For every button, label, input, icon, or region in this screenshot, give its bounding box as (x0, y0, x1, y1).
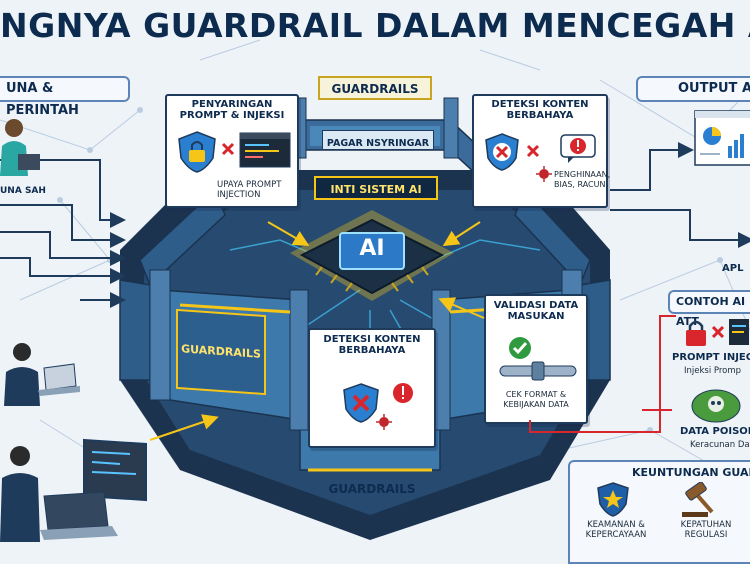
virus-icon (376, 414, 392, 430)
left-user-label: UNA SAH (0, 186, 46, 196)
virus-icon (536, 166, 552, 182)
check-circle-icon (509, 337, 531, 359)
benefits-panel: KEUNTUNGAN GUAR (568, 460, 750, 564)
user-laptop-icon (4, 343, 80, 406)
core-label-text: INTI SISTEM AI (330, 183, 422, 196)
shield-x-icon (485, 133, 519, 171)
data-poisoning-title: DATA POISONI (680, 426, 750, 437)
callout-prompt-filter-caption: UPAYA PROMPT INJECTION (217, 180, 282, 200)
output-dashboard-icon (694, 110, 750, 166)
arrow-input-4 (0, 257, 126, 284)
pipe-filter-icon (499, 361, 577, 381)
user-person-icon (0, 119, 40, 176)
fence-label: PAGAR NSYRINGAR (322, 130, 434, 150)
benefit-security: KEAMANAN & KEPERCAYAAN (585, 520, 647, 540)
callout-harmful-detection-top: DETEKSI KONTEN BERBAHAYA PENGHINAAN, BIA… (472, 94, 611, 208)
ai-chip-label: AI (359, 236, 385, 261)
arrow-output-1 (610, 142, 694, 191)
right-panel-label-text: OUTPUT A (678, 81, 750, 96)
user-laptop-icon (0, 438, 147, 542)
attack-examples-label-text: CONTOH AI ATT (676, 295, 746, 328)
close-icon (712, 326, 724, 338)
lock-icon (686, 320, 706, 346)
attack-examples-label: CONTOH AI ATT (668, 290, 750, 328)
shield-lock-icon (178, 131, 216, 173)
guardrails-bottom-label: GUARDRAILS (328, 482, 416, 496)
callout-prompt-filter: PENYARINGAN PROMPT & INJEKSI UPAYA PROMP… (165, 94, 299, 208)
prompt-injection-sub: Injeksi Promp (684, 366, 742, 376)
close-icon (526, 144, 540, 158)
right-panel-label: OUTPUT A (636, 76, 750, 102)
core-label: INTI SISTEM AI (314, 176, 438, 200)
callout-harmful-detection-bottom: DETEKSI KONTEN BERBAHAYA (308, 328, 436, 448)
page-title: NGNYA GUARDRAIL DALAM MENCEGAH AI ATT (0, 6, 750, 45)
arrow-user-to-guardrail (149, 414, 219, 441)
arrow-filter-to-core (267, 221, 310, 247)
data-poisoning-sub: Keracunan Dat (690, 440, 750, 450)
left-panel-label-text: UNA & PERINTAH (6, 81, 79, 118)
prompt-injection-title: PROMPT INJECT (672, 352, 750, 363)
benefit-compliance: KEPATUHAN REGULASI (680, 520, 732, 540)
arrow-input-2 (0, 204, 126, 248)
callout-input-validation-caption: CEK FORMAT & KEBIJAKAN DATA (503, 390, 569, 409)
attack-line (529, 315, 676, 433)
right-apl-label: APL (722, 263, 744, 274)
callout-harmful-detection-bottom-title: DETEKSI KONTEN BERBAHAYA (323, 334, 421, 356)
code-window-icon (239, 132, 291, 168)
gavel-icon (682, 482, 714, 517)
code-window-icon (729, 319, 749, 345)
shield-star-icon (597, 482, 629, 517)
shield-x-icon (343, 383, 379, 423)
arrow-input-1 (0, 159, 126, 228)
warning-bubble-icon (560, 134, 596, 163)
callout-input-validation-title: VALIDASI DATA MASUKAN (493, 300, 579, 322)
arrow-detect-to-core (442, 221, 481, 247)
close-icon (221, 142, 235, 156)
callout-prompt-filter-title: PENYARINGAN PROMPT & INJEKSI (179, 99, 285, 121)
warning-icon (393, 383, 413, 403)
left-panel-label: UNA & PERINTAH (0, 76, 130, 118)
poison-skull-icon (691, 389, 741, 423)
arrow-output-2 (610, 209, 750, 248)
guardrails-top-text: GUARDRAILS (331, 82, 419, 96)
arrow-validate-to-core (438, 297, 485, 319)
callout-harmful-detection-top-caption: PENGHINAAN, BIAS, RACUN (554, 170, 611, 189)
guardrails-top-label: GUARDRAILS (318, 76, 432, 100)
benefits-label: KEUNTUNGAN GUAR (632, 466, 750, 479)
ai-chip (290, 210, 454, 301)
callout-input-validation: VALIDASI DATA MASUKAN CEK FORMAT & KEBIJ… (484, 294, 588, 424)
fence-label-text: PAGAR NSYRINGAR (326, 138, 430, 149)
arrow-input-3 (0, 231, 126, 266)
callout-harmful-detection-top-title: DETEKSI KONTEN BERBAHAYA (491, 99, 589, 121)
